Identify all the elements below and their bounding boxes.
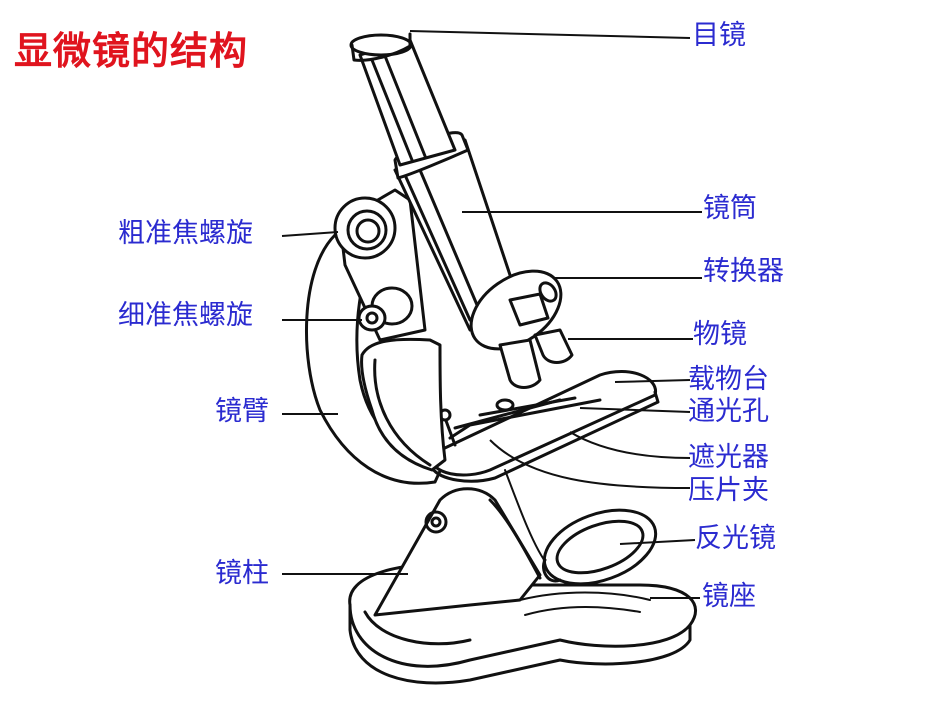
label-clip: 压片夹 (688, 475, 769, 506)
leader-diaphragm (569, 431, 691, 459)
base-back-drawing (519, 591, 651, 616)
label-coarse-focus: 粗准焦螺旋 (118, 218, 253, 249)
label-diaphragm: 遮光器 (688, 442, 769, 473)
stage-drawing (428, 370, 660, 483)
label-arm: 镜臂 (215, 396, 269, 427)
label-base: 镜座 (702, 581, 756, 612)
label-stage: 载物台 (688, 364, 769, 395)
pillar-drawing (373, 487, 542, 617)
mirror-drawing (504, 469, 658, 586)
objectives-drawing (498, 292, 574, 389)
stage-bracket-drawing (360, 337, 447, 472)
leader-lines (281, 30, 702, 599)
fine-focus-knob-drawing (357, 286, 414, 332)
label-eyepiece: 目镜 (692, 20, 746, 51)
label-objective: 物镜 (693, 319, 747, 350)
leader-eyepiece (409, 30, 691, 39)
leader-mirror (619, 539, 696, 545)
label-nosepiece: 转换器 (703, 256, 784, 287)
leader-clip (489, 439, 691, 489)
label-stage-hole: 通光孔 (688, 396, 769, 427)
leader-stage-hole (579, 407, 691, 413)
leader-stage (614, 379, 691, 383)
label-tube: 镜筒 (703, 193, 757, 224)
label-fine-focus: 细准焦螺旋 (118, 300, 253, 331)
coarse-focus-knob-drawing (333, 196, 397, 260)
label-mirror: 反光镜 (695, 523, 776, 554)
label-pillar: 镜柱 (215, 558, 269, 589)
page-title: 显微镜的结构 (14, 29, 249, 73)
leader-coarse-focus (281, 231, 339, 237)
